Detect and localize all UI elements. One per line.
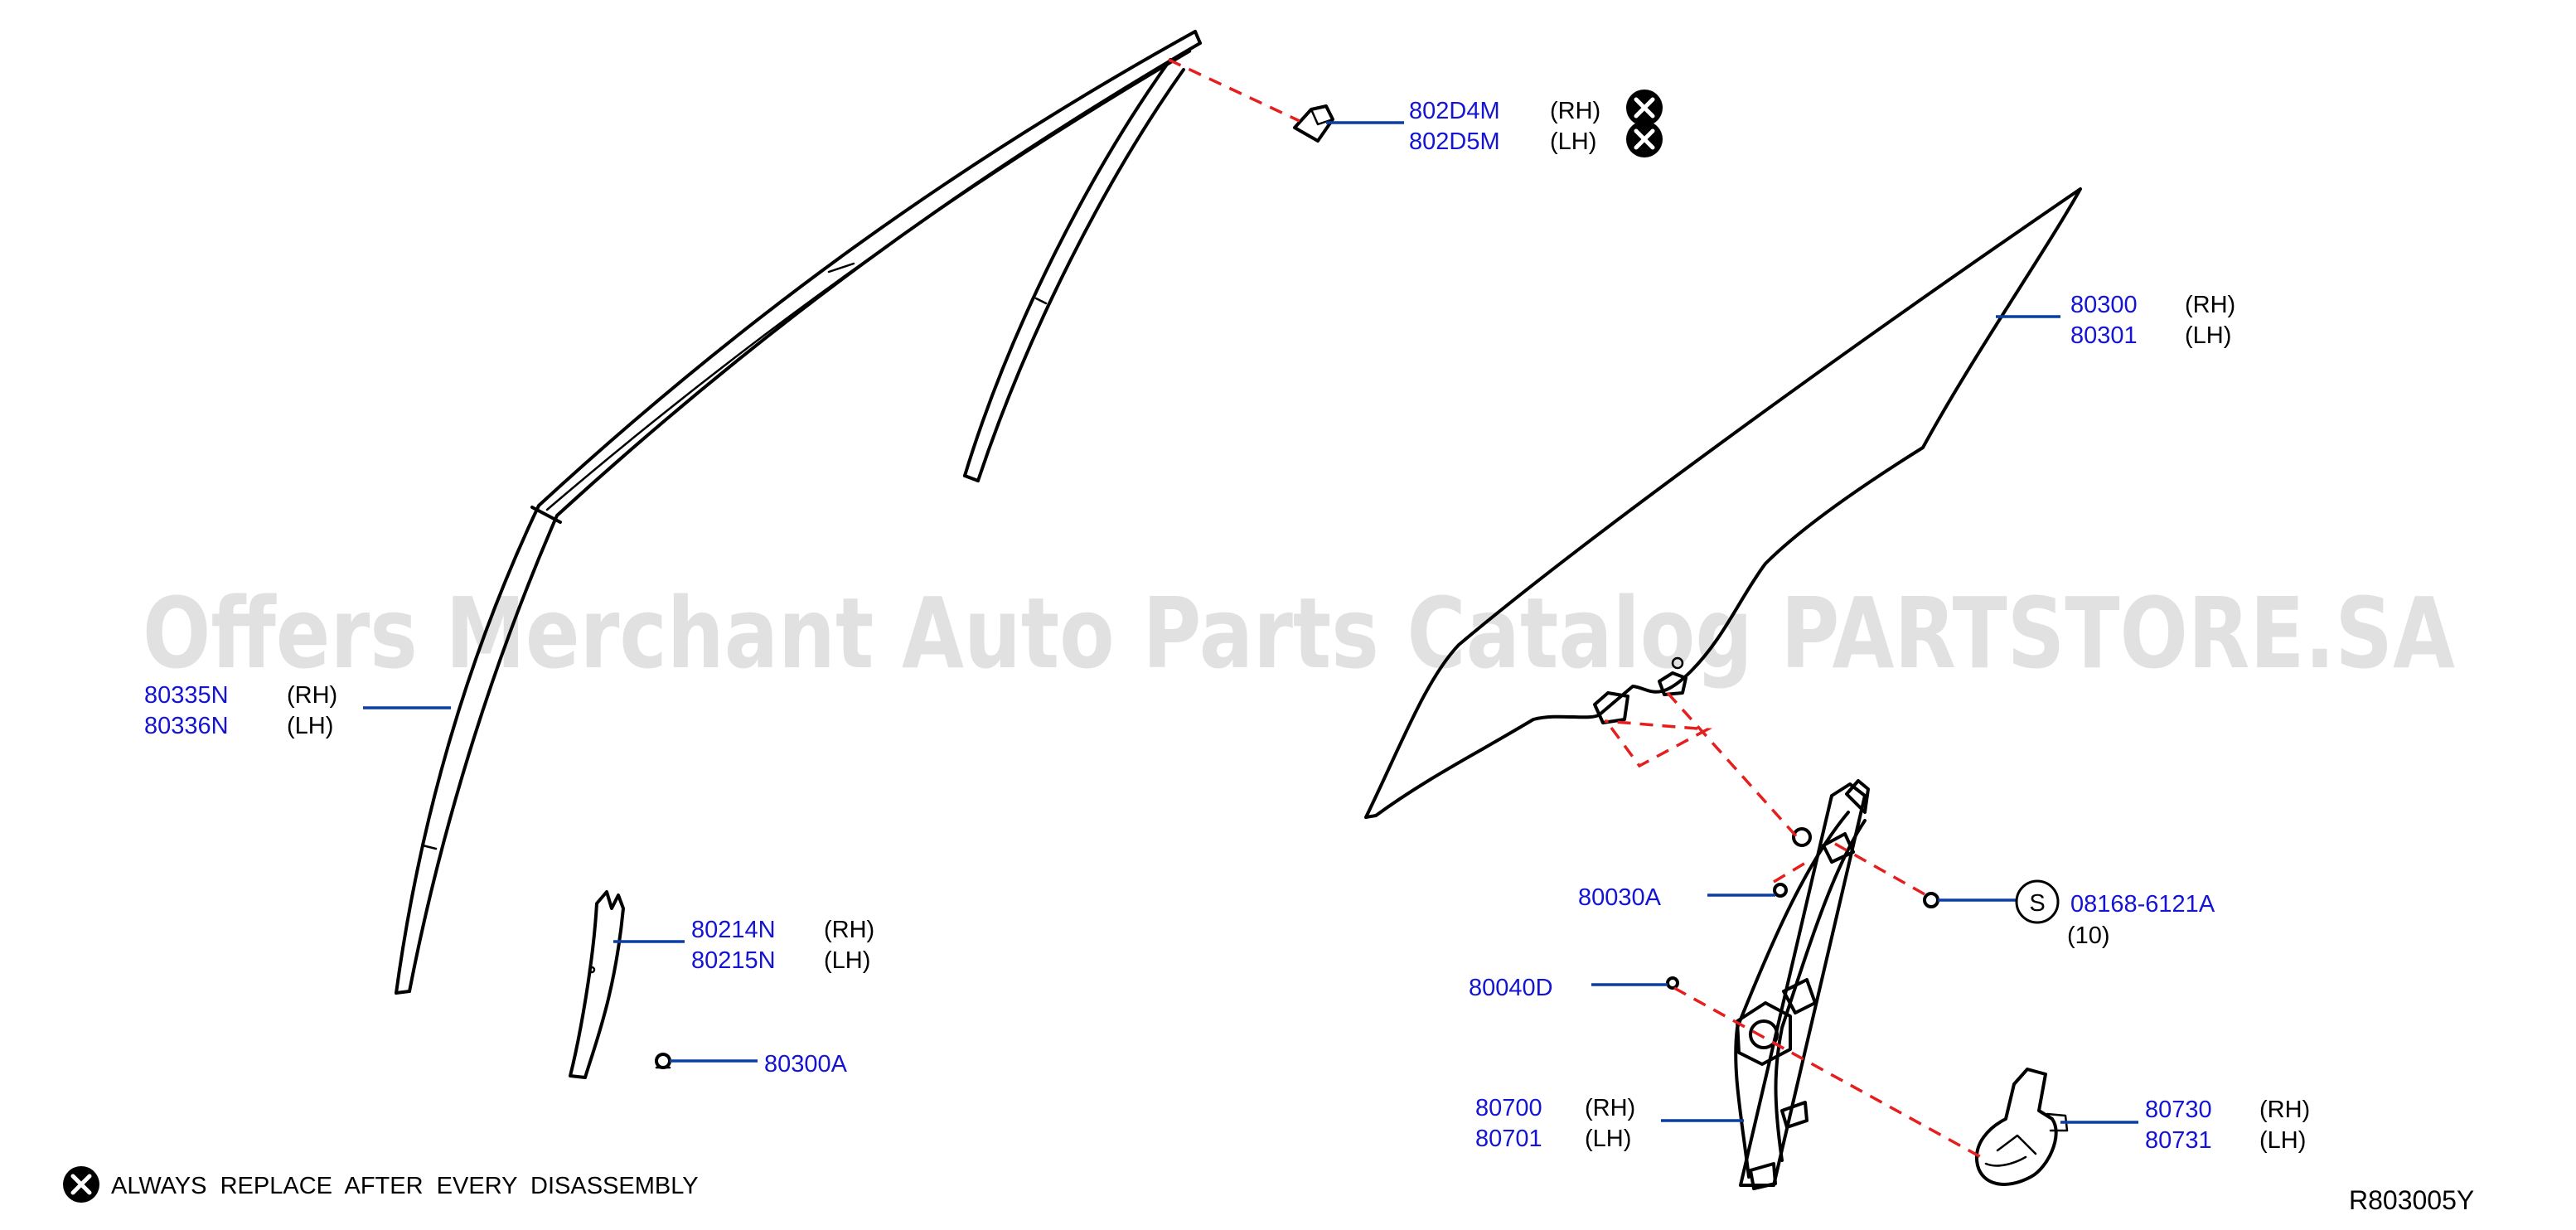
side-label-lh: (LH) <box>1550 128 1596 155</box>
screw-symbol-icon: S <box>2015 879 2060 924</box>
regulator-motor-illustration <box>1974 1068 2069 1186</box>
connector-line-screw <box>1834 842 1927 897</box>
bolt-80030a-illustration <box>1773 883 1788 898</box>
replace-x-icon <box>1626 90 1663 126</box>
fastener-80300a-illustration <box>655 1053 671 1069</box>
side-label-rh: (RH) <box>1550 98 1600 124</box>
window-regulator-illustration <box>1734 779 1870 1190</box>
part-number-80731[interactable]: 80731 <box>2145 1127 2212 1154</box>
part-number-80335n[interactable]: 80335N <box>144 682 229 709</box>
watermark-text: Offers Merchant Auto Parts Catalog PARTS… <box>143 576 2455 690</box>
glass-bracket-illustration <box>1593 656 1687 724</box>
diagram-code: R803005Y <box>2349 1185 2474 1215</box>
connector-line-glass-bracket <box>1604 719 1713 768</box>
connector-line-bolt <box>1773 860 1808 884</box>
side-label-rh: (RH) <box>1585 1095 1635 1121</box>
part-number-802d4m[interactable]: 802D4M <box>1409 98 1500 124</box>
part-number-80336n[interactable]: 80336N <box>144 713 229 739</box>
front-channel-illustration <box>963 58 1185 482</box>
connector-line-motor <box>1673 986 1982 1159</box>
side-label-lh: (LH) <box>824 947 870 974</box>
side-label-lh: (LH) <box>287 713 333 739</box>
side-label-lh: (LH) <box>2185 322 2231 349</box>
screw-08168-illustration <box>1923 892 1939 908</box>
part-number-80300[interactable]: 80300 <box>2070 292 2138 318</box>
part-number-80030a[interactable]: 80030A <box>1578 884 1662 911</box>
part-number-80215n[interactable]: 80215N <box>691 947 776 974</box>
part-number-80040d[interactable]: 80040D <box>1469 975 1553 1001</box>
rear-guide-illustration <box>569 890 625 1079</box>
door-glass-illustration <box>1364 187 2082 819</box>
quantity-label: (10) <box>2067 922 2110 949</box>
part-number-80301[interactable]: 80301 <box>2070 322 2138 349</box>
side-label-lh: (LH) <box>2259 1127 2306 1154</box>
side-label-rh: (RH) <box>287 682 337 709</box>
side-label-lh: (LH) <box>1585 1126 1631 1152</box>
replace-x-icon <box>1626 121 1663 157</box>
part-number-80300a[interactable]: 80300A <box>764 1051 848 1077</box>
clip-802d4m-illustration <box>1293 104 1334 143</box>
side-label-rh: (RH) <box>2259 1097 2310 1123</box>
door-sash-illustration <box>395 30 1202 995</box>
side-label-rh: (RH) <box>2185 292 2235 318</box>
replace-x-icon <box>63 1166 99 1203</box>
part-number-80701[interactable]: 80701 <box>1475 1126 1542 1152</box>
connector-line-clip <box>1168 58 1300 123</box>
part-number-80730[interactable]: 80730 <box>2145 1097 2212 1123</box>
part-number-80700[interactable]: 80700 <box>1475 1095 1542 1121</box>
part-number-08168-6121a[interactable]: 08168-6121A <box>2070 891 2215 918</box>
side-label-rh: (RH) <box>824 917 874 943</box>
bolt-80040d-illustration <box>1666 976 1679 990</box>
legend-text: ALWAYS REPLACE AFTER EVERY DISASSEMBLY <box>111 1173 699 1199</box>
part-number-802d5m[interactable]: 802D5M <box>1409 128 1500 155</box>
part-number-80214n[interactable]: 80214N <box>691 917 776 943</box>
connector-line-glass-regulator <box>1666 691 1800 840</box>
svg-text:S: S <box>2029 890 2045 917</box>
